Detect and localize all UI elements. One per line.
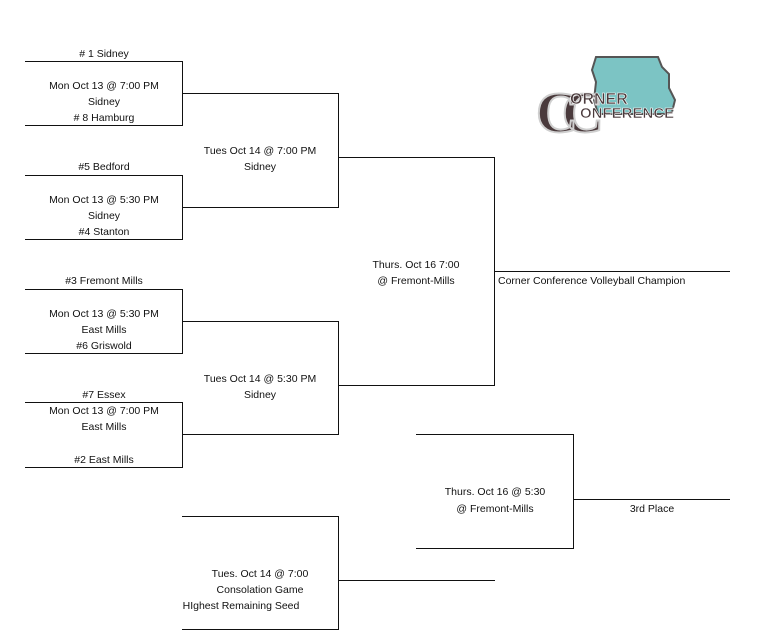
semifinal-site: Sidney bbox=[243, 389, 277, 401]
logo-word-corner: ORNER bbox=[570, 91, 628, 108]
bracket-line bbox=[338, 385, 495, 386]
logo-word-conference: ONFERENCE bbox=[580, 105, 674, 122]
consolation-note: HIghest Remaining Seed bbox=[182, 600, 300, 612]
consolation-title: Consolation Game bbox=[216, 584, 304, 596]
third-place-site: @ Fremont-Mills bbox=[456, 503, 534, 515]
bracket-line bbox=[338, 580, 495, 581]
bracket-line bbox=[573, 499, 730, 500]
team-seed-5: #5 Bedford bbox=[78, 161, 130, 173]
bracket-line bbox=[25, 61, 183, 62]
final-site: @ Fremont-Mills bbox=[377, 275, 455, 287]
bracket-line bbox=[182, 207, 339, 208]
bracket-line bbox=[182, 629, 339, 630]
game-time: Mon Oct 13 @ 7:00 PM bbox=[49, 405, 159, 417]
team-seed-3: #3 Fremont Mills bbox=[65, 275, 143, 287]
game-site: Sidney bbox=[87, 96, 121, 108]
consolation-time: Tues. Oct 14 @ 7:00 bbox=[211, 568, 309, 580]
team-seed-1: # 1 Sidney bbox=[79, 48, 129, 60]
bracket-line bbox=[416, 548, 574, 549]
team-seed-4: #4 Stanton bbox=[78, 226, 130, 238]
bracket-line bbox=[25, 467, 183, 468]
bracket-line bbox=[416, 434, 574, 435]
game-time: Mon Oct 13 @ 7:00 PM bbox=[49, 80, 159, 92]
bracket-line bbox=[494, 271, 730, 272]
team-seed-2: #2 East Mills bbox=[74, 454, 134, 466]
champion-label: Corner Conference Volleyball Champion bbox=[498, 275, 686, 287]
third-place-time: Thurs. Oct 16 @ 5:30 bbox=[444, 486, 546, 498]
bracket-line bbox=[25, 239, 183, 240]
bracket-line bbox=[25, 175, 183, 176]
corner-conference-logo: CC ORNER ONFERENCE bbox=[535, 56, 677, 146]
game-site: East Mills bbox=[81, 324, 127, 336]
bracket-line bbox=[25, 353, 183, 354]
bracket-line bbox=[25, 289, 183, 290]
bracket-line bbox=[338, 157, 495, 158]
game-site: East Mills bbox=[81, 421, 127, 433]
team-seed-6: #6 Griswold bbox=[76, 340, 132, 352]
bracket-line bbox=[338, 321, 339, 434]
semifinal-site: Sidney bbox=[243, 161, 277, 173]
bracket-line bbox=[25, 125, 183, 126]
team-seed-7: #7 Essex bbox=[82, 389, 126, 401]
bracket-line bbox=[182, 434, 339, 435]
third-place-label: 3rd Place bbox=[629, 503, 675, 515]
semifinal-time: Tues Oct 14 @ 5:30 PM bbox=[203, 373, 317, 385]
game-time: Mon Oct 13 @ 5:30 PM bbox=[49, 194, 159, 206]
team-seed-8: # 8 Hamburg bbox=[73, 112, 135, 124]
semifinal-time: Tues Oct 14 @ 7:00 PM bbox=[203, 145, 317, 157]
final-time: Thurs. Oct 16 7:00 bbox=[372, 259, 460, 271]
iowa-state-shape bbox=[590, 56, 677, 115]
bracket-line bbox=[182, 516, 339, 517]
bracket-line bbox=[25, 402, 183, 403]
bracket-line bbox=[338, 516, 339, 629]
game-time: Mon Oct 13 @ 5:30 PM bbox=[49, 308, 159, 320]
bracket-line bbox=[182, 93, 339, 94]
bracket-line bbox=[182, 321, 339, 322]
bracket-line bbox=[338, 93, 339, 207]
bracket-line bbox=[573, 434, 574, 548]
game-site: Sidney bbox=[87, 210, 121, 222]
